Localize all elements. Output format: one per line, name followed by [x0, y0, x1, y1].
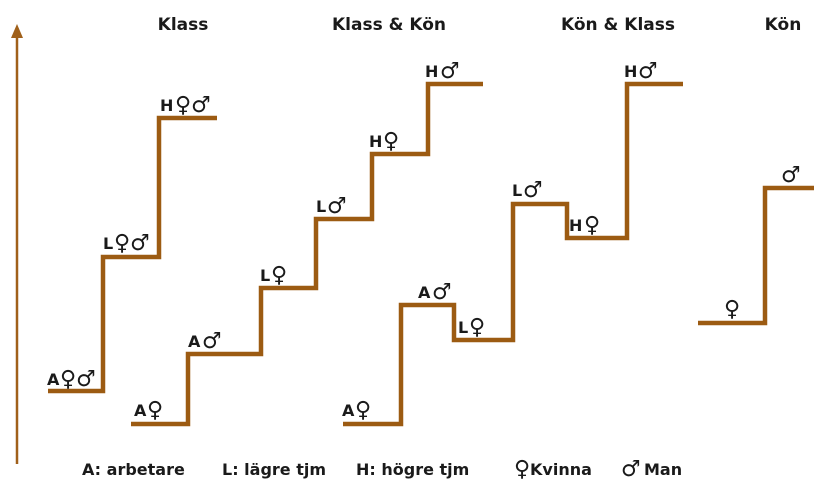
title-kon: Kön	[765, 15, 802, 35]
svg-text:H: H	[369, 132, 382, 151]
female-icon: ♀	[514, 457, 530, 482]
step-label-klass-kon-l-male: L ♂	[316, 194, 347, 219]
step-label-kon-klass-h-male: H ♂	[624, 59, 658, 84]
svg-text:L: L	[458, 318, 468, 337]
step-label-kon-klass-l-male: L ♂	[512, 178, 543, 203]
svg-text:A: A	[342, 401, 355, 420]
title-klass: Klass	[158, 15, 209, 35]
title-klass-kon: Klass & Kön	[332, 15, 446, 35]
step-label-kon-klass-l-female: L ♀	[458, 315, 485, 340]
legend-kvinna: Kvinna	[530, 460, 592, 479]
svg-text:L: L	[512, 181, 522, 200]
legend-arbetare: A: arbetare	[82, 460, 185, 479]
step-label-kon-klass-a-female: A ♀	[342, 398, 371, 423]
svg-text:A: A	[47, 370, 60, 389]
staircase-kon	[698, 185, 814, 326]
svg-text:H: H	[569, 216, 582, 235]
staircase-klass-kon	[131, 81, 483, 427]
legend-hogre-tjm: H: högre tjm	[356, 460, 469, 479]
svg-text:♀♂: ♀♂	[60, 367, 96, 392]
svg-text:♂: ♂	[440, 59, 460, 84]
step-label-kon-female: ♀	[724, 297, 740, 322]
svg-text:A: A	[188, 332, 201, 351]
svg-text:♂: ♂	[202, 329, 222, 354]
step-label-klass-h: H ♀♂	[160, 93, 211, 118]
svg-text:♀: ♀	[383, 129, 399, 154]
svg-text:♀♂: ♀♂	[175, 93, 211, 118]
staircase-kon-klass	[343, 81, 683, 427]
svg-text:L: L	[260, 266, 270, 285]
step-label-kon-klass-a-male: A ♂	[418, 280, 452, 305]
step-label-kon-male: ♂	[781, 163, 801, 188]
svg-text:♀: ♀	[355, 398, 371, 423]
svg-text:♀: ♀	[724, 297, 740, 322]
step-label-klass-kon-h-male: H ♂	[425, 59, 460, 84]
svg-text:♀: ♀	[271, 263, 287, 288]
legend-lagre-tjm: L: lägre tjm	[222, 460, 326, 479]
staircase-klass	[48, 115, 217, 394]
svg-text:H: H	[425, 62, 438, 81]
svg-text:♂: ♂	[327, 194, 347, 219]
svg-text:♀: ♀	[147, 398, 163, 423]
step-label-klass-kon-h-female: H ♀	[369, 129, 399, 154]
step-label-kon-klass-h-female: H ♀	[569, 213, 600, 238]
step-label-klass-a: A ♀♂	[47, 367, 96, 392]
male-icon: ♂	[621, 457, 641, 482]
svg-text:♂: ♂	[781, 163, 801, 188]
svg-text:♂: ♂	[523, 178, 543, 203]
svg-text:H: H	[624, 62, 637, 81]
svg-text:L: L	[103, 234, 113, 253]
svg-text:♀♂: ♀♂	[114, 231, 150, 256]
title-kon-klass: Kön & Klass	[561, 15, 675, 35]
svg-text:♀: ♀	[469, 315, 485, 340]
svg-text:L: L	[316, 197, 326, 216]
svg-text:A: A	[134, 401, 147, 420]
step-label-klass-kon-a-female: A ♀	[134, 398, 163, 423]
svg-text:♂: ♂	[432, 280, 452, 305]
step-label-klass-kon-a-male: A ♂	[188, 329, 222, 354]
svg-text:H: H	[160, 96, 173, 115]
svg-text:A: A	[418, 283, 431, 302]
axis-arrowhead	[11, 24, 23, 38]
step-label-klass-kon-l-female: L ♀	[260, 263, 287, 288]
svg-text:♀: ♀	[584, 213, 600, 238]
legend-man: Man	[644, 460, 682, 479]
step-label-klass-l: L ♀♂	[103, 231, 150, 256]
svg-text:♂: ♂	[638, 59, 658, 84]
